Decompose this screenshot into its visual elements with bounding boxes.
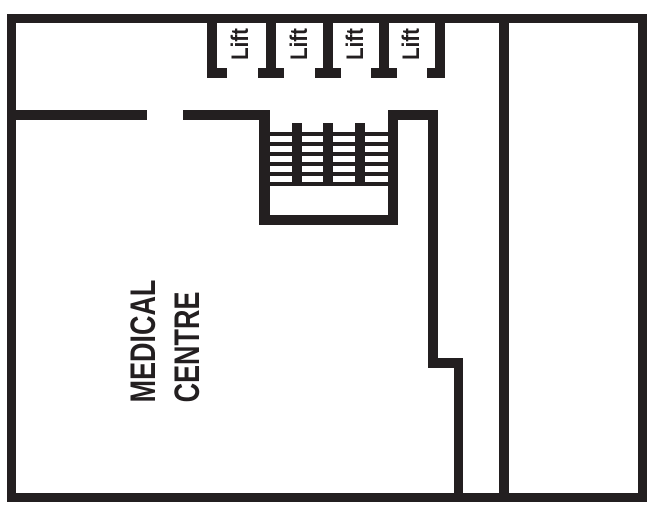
lift-divider-3-return bbox=[371, 68, 397, 78]
wall-partition-left bbox=[16, 110, 147, 120]
stair-wall-right bbox=[388, 110, 398, 225]
lift-wall-right bbox=[435, 23, 445, 78]
lift-divider-1 bbox=[266, 23, 276, 78]
wall-medical-centre-right-lower bbox=[454, 358, 463, 493]
wall-corridor bbox=[499, 23, 509, 493]
stair-rail bbox=[355, 123, 365, 185]
stair-wall-bottom bbox=[259, 215, 398, 225]
wall-partition-middle bbox=[183, 110, 270, 120]
stair-rail bbox=[292, 123, 302, 185]
lift-wall-left-return bbox=[207, 68, 227, 78]
building-outline bbox=[7, 14, 647, 502]
lift-divider-1-return bbox=[258, 68, 284, 78]
lift-label-3: Lift bbox=[342, 28, 369, 60]
stair-wall-left bbox=[259, 110, 270, 225]
lift-wall-left bbox=[207, 23, 217, 78]
lift-label-4: Lift bbox=[398, 28, 425, 60]
lift-wall-right-return bbox=[427, 68, 445, 78]
lift-divider-3 bbox=[379, 23, 389, 78]
wall-partition-right bbox=[388, 110, 438, 120]
lift-divider-2-return bbox=[315, 68, 341, 78]
lift-label-1: Lift bbox=[227, 28, 254, 60]
lift-divider-2 bbox=[323, 23, 333, 78]
wall-medical-centre-step bbox=[428, 358, 463, 368]
wall-medical-centre-right-upper bbox=[428, 110, 438, 368]
stair-rail bbox=[323, 123, 333, 185]
lift-label-2: Lift bbox=[286, 28, 313, 60]
medical-centre-label: MEDICAL CENTRE bbox=[124, 279, 207, 403]
